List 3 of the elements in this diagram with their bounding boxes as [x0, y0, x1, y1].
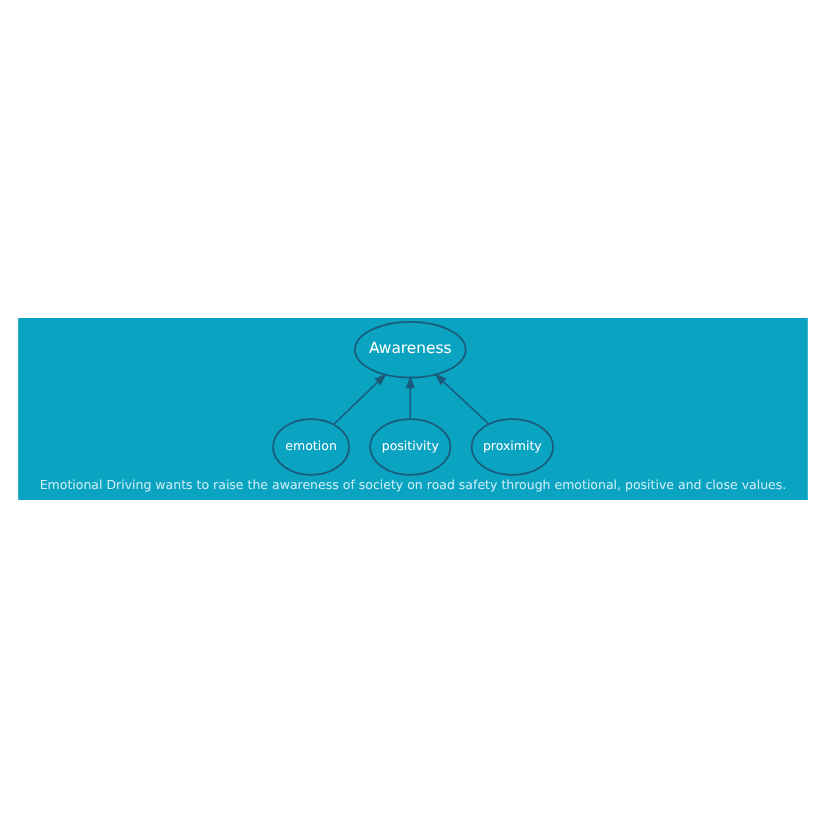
arrow: [332, 372, 387, 425]
arrow: [405, 374, 415, 419]
arrow: [434, 372, 490, 424]
